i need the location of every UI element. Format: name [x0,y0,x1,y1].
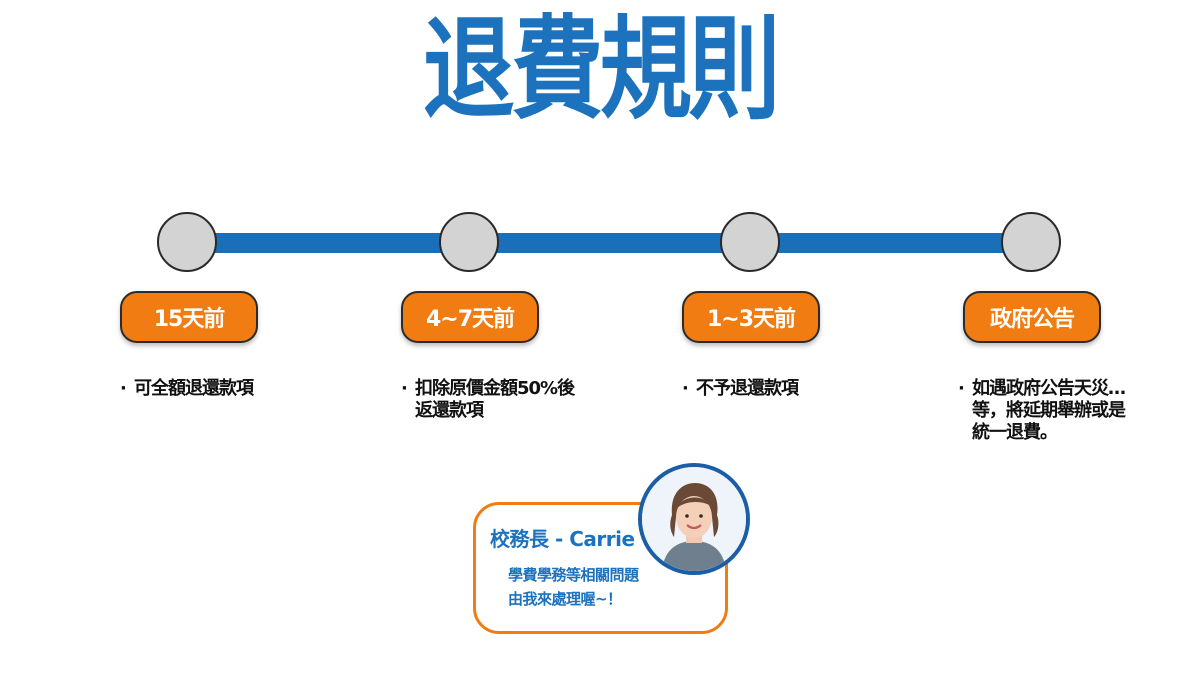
timeline-node-4 [1001,212,1061,272]
desc-line: 等，將延期舉辦或是 [972,400,1126,421]
timeline-node-2 [439,212,499,272]
contact-message: 學費學務等相關問題 由我來處理喔~！ [508,563,639,611]
contact-message-line-1: 學費學務等相關問題 [508,566,639,584]
timeline-node-3 [720,212,780,272]
person-icon [642,467,746,571]
contact-message-line-2: 由我來處理喔~！ [508,590,622,608]
bullet: · [958,378,965,399]
desc-line: 不予退還款項 [696,378,799,399]
timeline-desc-2: · 扣除原價金額50%後 返還款項 [401,378,575,422]
desc-line: 扣除原價金額50%後 [415,378,575,399]
bullet: · [120,378,127,399]
timeline-label-government: 政府公告 [963,291,1101,343]
bullet: · [401,378,408,399]
desc-line: 可全額退還款項 [134,378,254,399]
avatar [638,463,750,575]
timeline-desc-3: · 不予退還款項 [682,378,799,400]
desc-line: 返還款項 [415,400,484,421]
timeline-node-1 [157,212,217,272]
timeline-desc-4: · 如遇政府公告天災… 等，將延期舉辦或是 統一退費。 [958,378,1126,444]
desc-line: 如遇政府公告天災… [972,378,1126,399]
timeline-desc-1: · 可全額退還款項 [120,378,254,400]
page-title: 退費規則 [422,5,781,135]
timeline-label-1-3-days: 1~3天前 [682,291,820,343]
contact-name: 校務長 - Carrie [490,527,635,551]
bullet: · [682,378,689,399]
timeline-label-4-7-days: 4~7天前 [401,291,539,343]
timeline-label-15-days: 15天前 [120,291,258,343]
desc-line: 統一退費。 [972,422,1058,443]
timeline-track [188,233,1032,253]
